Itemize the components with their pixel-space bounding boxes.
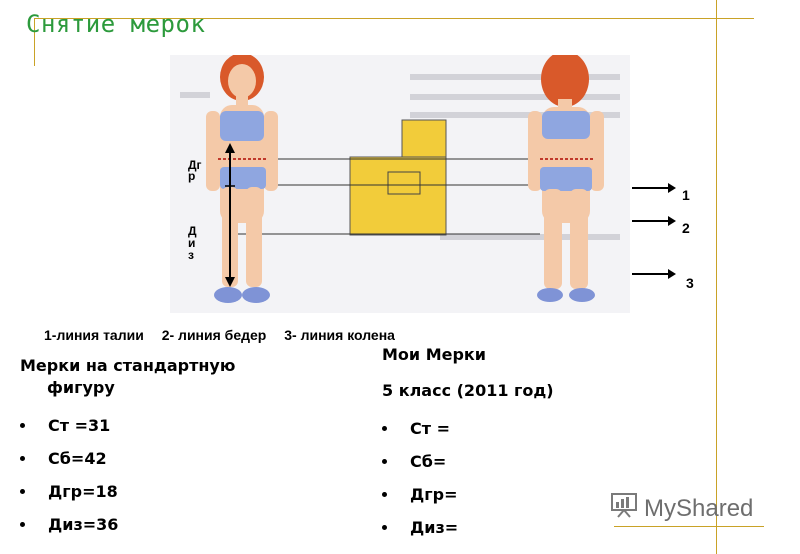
standard-list: Ст =31 Сб=42 Дгр=18 Диз=36 (20, 409, 320, 541)
standard-heading-line1: Мерки на стандартную (20, 356, 236, 375)
line-3-number: 3 (686, 275, 694, 291)
my-heading: Мои Мерки (382, 345, 486, 364)
measurement-illustration (170, 55, 630, 315)
vertical-measure-arrow (225, 143, 235, 287)
my-item-diz: Диз= (382, 511, 642, 544)
line-1-arrow (632, 183, 676, 193)
standard-item-diz: Диз=36 (20, 508, 320, 541)
faded-text-lines (180, 74, 620, 240)
pattern-piece (349, 119, 447, 236)
label-diz: Д и з (188, 224, 197, 262)
presentation-board-icon (610, 492, 638, 525)
bottom-rule (614, 526, 764, 527)
measurement-lines (230, 158, 540, 235)
slide-title: Снятие мерок (26, 10, 206, 38)
my-item-st: Ст = (382, 412, 642, 445)
my-item-sb: Сб= (382, 445, 642, 478)
front-figure (206, 55, 278, 303)
my-subheading: 5 класс (2011 год) (382, 381, 554, 400)
line-2-arrow (632, 216, 676, 226)
watermark-logo: MyShared (610, 492, 753, 525)
title-left-rule (34, 18, 35, 66)
figures-svg (170, 55, 630, 313)
top-rule (34, 18, 754, 19)
line-2-number: 2 (682, 220, 690, 236)
legend-waist: 1-линия талии (44, 327, 144, 343)
line-1-number: 1 (682, 187, 690, 203)
line-legend: 1-линия талии 2- линия бедер 3- линия ко… (44, 327, 409, 343)
standard-heading: Мерки на стандартную фигуру (20, 355, 320, 399)
legend-knee: 3- линия колена (284, 327, 395, 343)
watermark-text: MyShared (644, 494, 754, 522)
label-dgr: Дг р (188, 158, 202, 183)
standard-item-sb: Сб=42 (20, 442, 320, 475)
legend-hips: 2- линия бедер (161, 327, 267, 343)
right-vertical-rule (716, 0, 717, 554)
line-3-arrow (632, 269, 676, 279)
my-item-dgr: Дгр= (382, 478, 642, 511)
standard-measurements: Мерки на стандартную фигуру Ст =31 Сб=42… (20, 355, 320, 541)
standard-item-st: Ст =31 (20, 409, 320, 442)
my-list: Ст = Сб= Дгр= Диз= (382, 412, 642, 544)
standard-item-dgr: Дгр=18 (20, 475, 320, 508)
back-figure (528, 55, 604, 302)
my-measurements: Мои Мерки 5 класс (2011 год) Ст = Сб= Дг… (382, 344, 642, 544)
standard-heading-line2: фигуру (47, 378, 115, 397)
